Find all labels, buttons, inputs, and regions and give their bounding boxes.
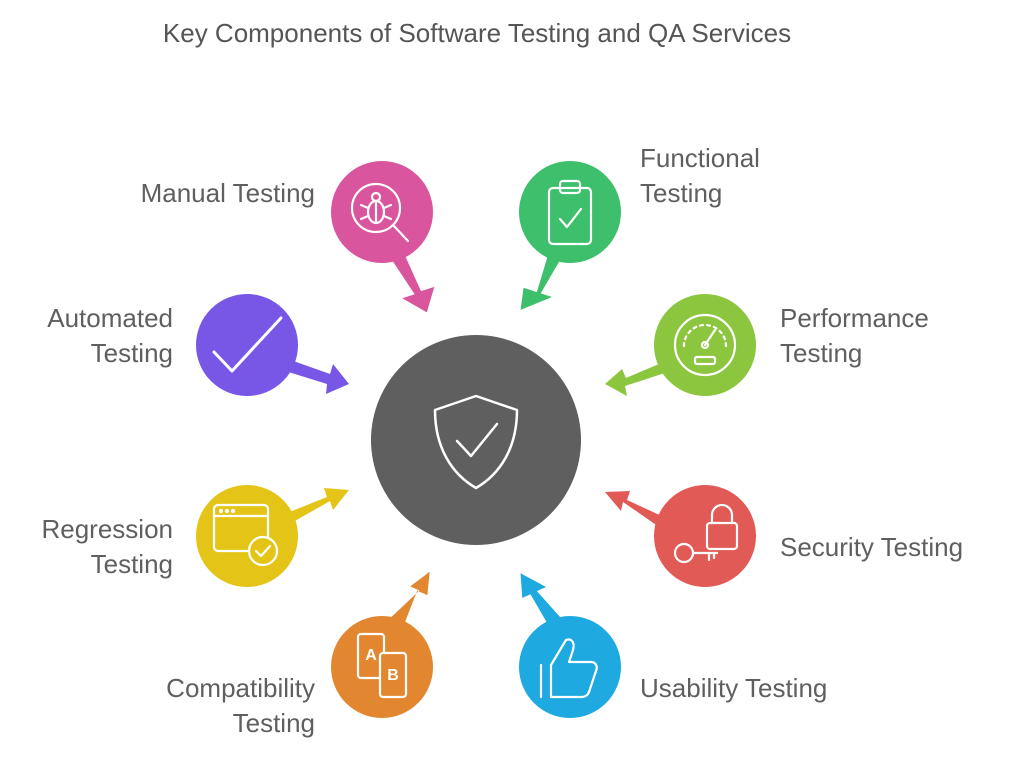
label-performance-testing: Performance Testing — [780, 303, 929, 368]
diagram-title: Key Components of Software Testing and Q… — [162, 18, 792, 48]
label-functional-testing: Functional Testing — [640, 143, 760, 208]
node-performance-testing — [605, 294, 756, 396]
label-usability-testing: Usability Testing — [640, 673, 828, 703]
node-automated-testing — [196, 294, 349, 396]
bug-magnifier-icon — [350, 182, 410, 243]
node-compatibility-testing: A B — [331, 571, 433, 718]
label-compatibility-testing: Compatibility Testing — [166, 673, 315, 738]
speedometer-icon — [673, 313, 737, 377]
node-security-testing — [605, 485, 756, 587]
label-regression-testing: Regression Testing — [41, 514, 173, 579]
lock-key-icon — [673, 503, 739, 564]
label-manual-testing: Manual Testing — [140, 178, 315, 208]
clipboard-check-icon — [547, 179, 593, 246]
svg-text:A: A — [365, 647, 377, 664]
thumbs-up-icon — [539, 638, 598, 699]
shield-check-icon — [433, 394, 519, 490]
center-node — [371, 335, 581, 545]
svg-text:B: B — [387, 667, 399, 684]
checkmark-icon — [212, 316, 283, 373]
ab-devices-icon: A B — [356, 632, 408, 699]
label-security-testing: Security Testing — [780, 532, 964, 562]
node-manual-testing — [331, 161, 435, 313]
node-usability-testing — [519, 573, 621, 718]
node-functional-testing — [519, 161, 621, 310]
browser-check-icon — [212, 503, 279, 567]
node-regression-testing — [196, 485, 349, 587]
label-automated-testing: Automated Testing — [47, 303, 173, 368]
